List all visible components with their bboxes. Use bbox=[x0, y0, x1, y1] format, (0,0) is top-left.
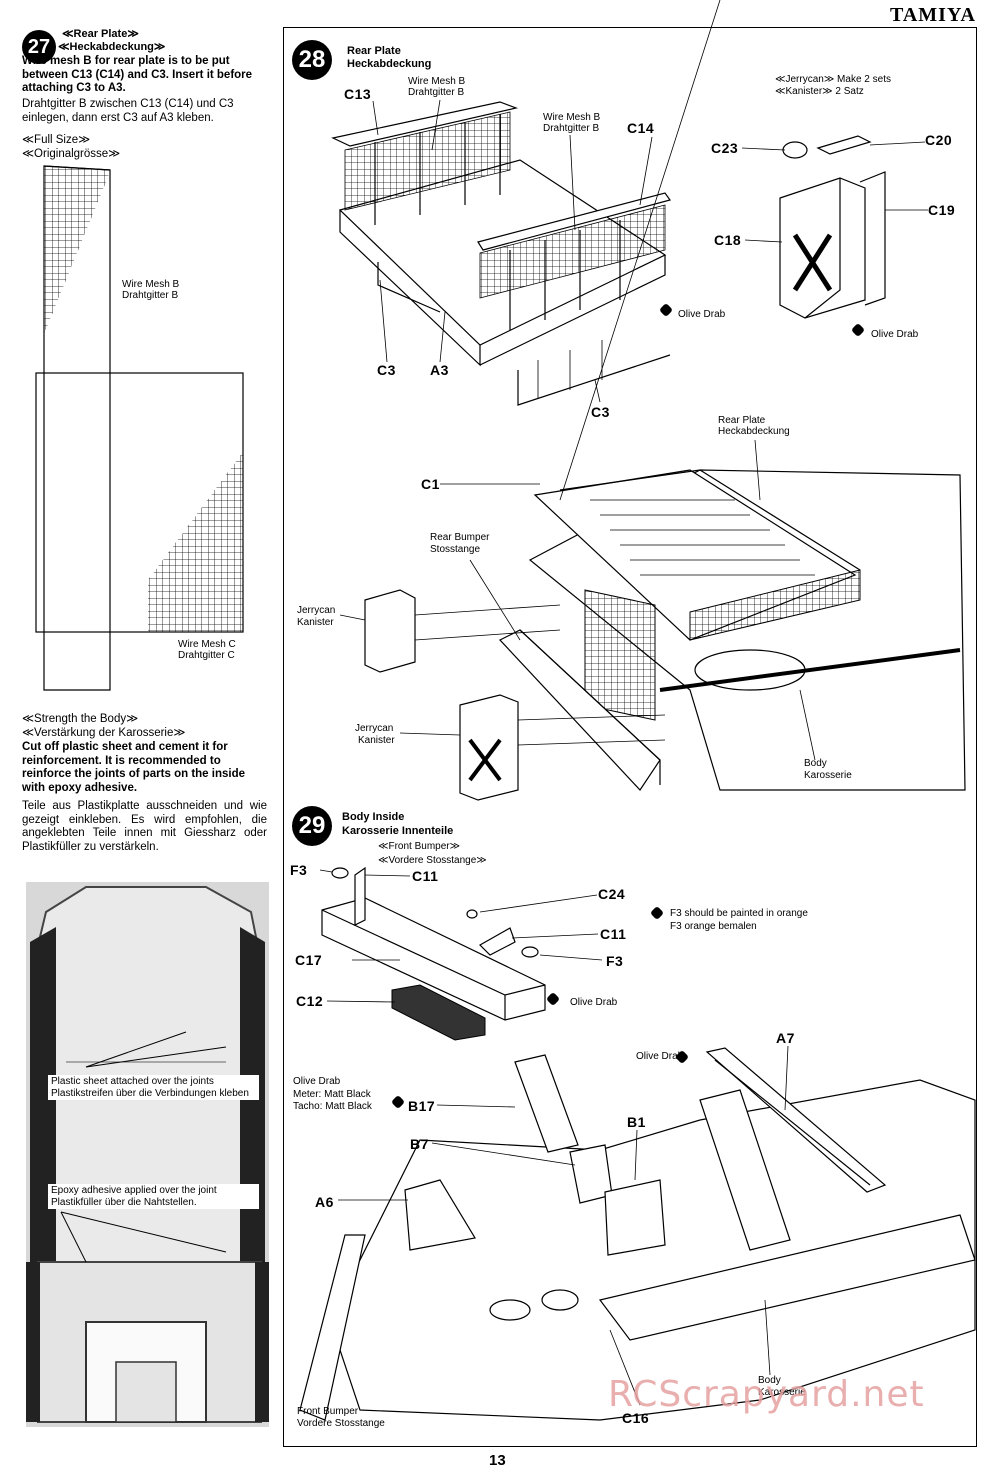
label-c13: C13 bbox=[344, 86, 372, 102]
label-c3-bottom: C3 bbox=[591, 404, 610, 420]
label-b7: B7 bbox=[410, 1136, 429, 1152]
label-mesh-b2-de: Drahtgitter B bbox=[543, 123, 600, 134]
label-rear-plate-de: Heckabdeckung bbox=[718, 426, 790, 437]
label-c12: C12 bbox=[296, 993, 324, 1009]
step-28-title-en: Rear Plate bbox=[347, 45, 401, 57]
label-c1: C1 bbox=[421, 476, 440, 492]
label-olive-drab-3: Olive Drab bbox=[570, 997, 618, 1008]
rear-plate-diagram bbox=[331, 0, 966, 801]
mesh-b-label-en: Wire Mesh B bbox=[122, 279, 180, 290]
label-c11-right: C11 bbox=[600, 926, 627, 942]
label-f3-top: F3 bbox=[290, 862, 308, 878]
label-c23: C23 bbox=[711, 140, 739, 156]
label-body-de: Karosserie bbox=[804, 770, 852, 781]
label-c18: C18 bbox=[714, 232, 742, 248]
jerrycan-note-de: ≪Kanister≫ 2 Satz bbox=[775, 86, 864, 97]
label-jerrycan2-de: Kanister bbox=[358, 735, 395, 746]
label-mesh-b1-en: Wire Mesh B bbox=[408, 76, 466, 87]
note2-en: Epoxy adhesive applied over the joint bbox=[51, 1185, 217, 1196]
page-number: 13 bbox=[489, 1452, 506, 1469]
f3-note-en: F3 should be painted in orange bbox=[670, 908, 808, 919]
note1-en: Plastic sheet attached over the joints bbox=[51, 1076, 214, 1087]
f3-note-de: F3 orange bemalen bbox=[670, 921, 757, 932]
label-jerrycan1-en: Jerrycan bbox=[297, 605, 336, 616]
label-c16: C16 bbox=[622, 1410, 650, 1426]
strength-title-de: ≪Verstärkung der Karosserie≫ bbox=[22, 727, 186, 739]
label-a3: A3 bbox=[430, 362, 449, 378]
step-29-title-en: Body Inside bbox=[342, 811, 405, 823]
label-c24: C24 bbox=[598, 886, 626, 902]
label-rear-plate-en: Rear Plate bbox=[718, 415, 766, 426]
instruction-frame bbox=[283, 27, 977, 1447]
label-body2-de: Karosserie bbox=[758, 1387, 806, 1398]
label-rear-bumper-en: Rear Bumper bbox=[430, 532, 490, 543]
strength-text-en: Cut off plastic sheet and cement it for … bbox=[22, 741, 245, 794]
label-mesh-b1-de: Drahtgitter B bbox=[408, 87, 465, 98]
step-28-badge: 28 bbox=[292, 40, 332, 80]
label-front-bumper2-en: Front Bumper bbox=[297, 1406, 359, 1417]
front-bumper-title-en: ≪Front Bumper≫ bbox=[378, 841, 461, 852]
step-29-title-de: Karosserie Innenteile bbox=[342, 825, 454, 837]
body-interior-photo: Plastic sheet attached over the joints P… bbox=[26, 882, 269, 1427]
paint-note-tacho: Tacho: Matt Black bbox=[293, 1101, 372, 1112]
wire-mesh-templates bbox=[35, 165, 244, 691]
label-c19: C19 bbox=[928, 202, 956, 218]
fullsize-en: ≪Full Size≫ bbox=[22, 134, 91, 146]
strength-text-de: Teile aus Plastikplatte ausschneiden und… bbox=[22, 800, 267, 853]
note1-de: Plastikstreifen über die Verbindungen kl… bbox=[51, 1087, 249, 1099]
label-olive-drab-4: Olive Drab bbox=[636, 1051, 684, 1062]
label-jerrycan1-de: Kanister bbox=[297, 617, 334, 628]
step-27-text-en: Wire mesh B for rear plate is to be put … bbox=[22, 55, 253, 94]
label-b17: B17 bbox=[408, 1098, 436, 1114]
note2-box: Epoxy adhesive applied over the joint Pl… bbox=[48, 1184, 259, 1209]
label-front-bumper2-de: Vordere Stosstange bbox=[297, 1418, 385, 1429]
label-jerrycan2-en: Jerrycan bbox=[355, 723, 394, 734]
label-b1: B1 bbox=[627, 1114, 646, 1130]
note2-de: Plastikfüller über die Nahtstellen. bbox=[51, 1196, 197, 1208]
mesh-b-label-de: Drahtgitter B bbox=[122, 290, 179, 301]
label-f3-right: F3 bbox=[606, 953, 624, 969]
watermark: RCScrapyard.net bbox=[608, 1374, 925, 1415]
label-olive-drab-2: Olive Drab bbox=[871, 329, 919, 340]
fullsize-de: ≪Originalgrösse≫ bbox=[22, 148, 121, 160]
mesh-c-label-en: Wire Mesh C bbox=[178, 639, 236, 650]
jerrycan-note-en: ≪Jerrycan≫ Make 2 sets bbox=[775, 74, 891, 85]
label-c17: C17 bbox=[295, 952, 323, 968]
strength-title-en: ≪Strength the Body≫ bbox=[22, 713, 139, 725]
label-olive-drab-1: Olive Drab bbox=[678, 309, 726, 320]
paint-note-olive: Olive Drab bbox=[293, 1076, 341, 1087]
label-a7: A7 bbox=[776, 1030, 795, 1046]
step-27-badge: 27 bbox=[22, 30, 56, 64]
label-body2-en: Body bbox=[758, 1375, 781, 1386]
label-c3-left: C3 bbox=[377, 362, 396, 378]
step-28-title-de: Heckabdeckung bbox=[347, 58, 432, 70]
label-body-en: Body bbox=[804, 758, 827, 769]
label-mesh-b2-en: Wire Mesh B bbox=[543, 112, 601, 123]
label-c14: C14 bbox=[627, 120, 655, 136]
step-27-text-de: Drahtgitter B zwischen C13 (C14) und C3 … bbox=[22, 98, 234, 124]
front-bumper-title-de: ≪Vordere Stosstange≫ bbox=[378, 855, 487, 866]
step-27-title-de: ≪Heckabdeckung≫ bbox=[58, 41, 166, 53]
label-c20: C20 bbox=[925, 132, 953, 148]
label-rear-bumper-de: Stosstange bbox=[430, 544, 481, 555]
label-a6: A6 bbox=[315, 1194, 334, 1210]
step-29-badge: 29 bbox=[292, 806, 332, 846]
paint-note-meter: Meter: Matt Black bbox=[293, 1089, 371, 1100]
brand-logo: TAMIYA bbox=[889, 4, 976, 26]
label-c11-top: C11 bbox=[412, 868, 439, 884]
step-27-title-en: ≪Rear Plate≫ bbox=[62, 28, 139, 40]
note1-box: Plastic sheet attached over the joints P… bbox=[48, 1075, 259, 1100]
mesh-c-label-de: Drahtgitter C bbox=[178, 650, 235, 661]
